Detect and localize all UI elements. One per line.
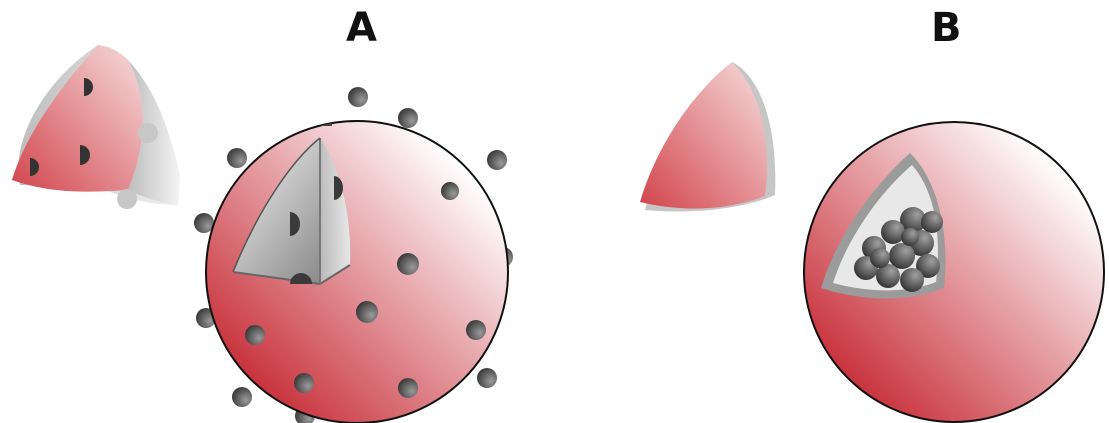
panel-b-detached-wedge (640, 62, 775, 211)
panel-a-detached-wedge (12, 45, 180, 205)
